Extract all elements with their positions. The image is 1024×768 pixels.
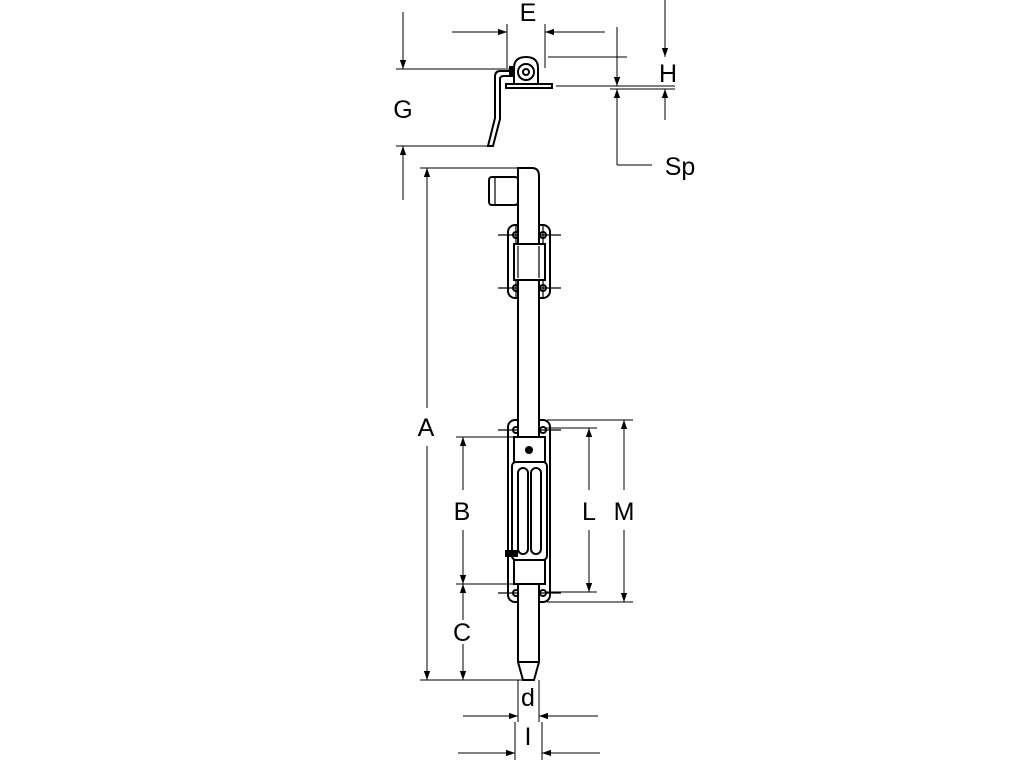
dimension-m: M xyxy=(547,419,635,603)
dimension-g: G xyxy=(393,12,509,200)
top-view xyxy=(486,55,553,147)
label-b: B xyxy=(454,498,471,526)
label-i: I xyxy=(525,723,532,751)
dimension-e: E xyxy=(452,0,605,68)
label-g: G xyxy=(393,96,412,124)
dimension-i: I xyxy=(458,722,600,760)
label-m: M xyxy=(614,498,635,526)
front-view xyxy=(488,167,561,681)
dimension-a: A xyxy=(418,167,530,681)
label-l: L xyxy=(582,498,596,526)
label-c: C xyxy=(453,619,471,647)
dimension-c: C xyxy=(453,584,471,680)
dimension-h-sp: H Sp xyxy=(548,0,695,181)
label-d: d xyxy=(521,684,535,712)
dimension-d: d xyxy=(463,680,598,722)
label-h: H xyxy=(659,60,677,88)
dimension-l: L xyxy=(545,427,597,593)
label-a: A xyxy=(418,414,435,442)
dimension-b: B xyxy=(454,436,514,585)
label-e: E xyxy=(520,0,537,27)
label-sp: Sp xyxy=(665,153,696,181)
